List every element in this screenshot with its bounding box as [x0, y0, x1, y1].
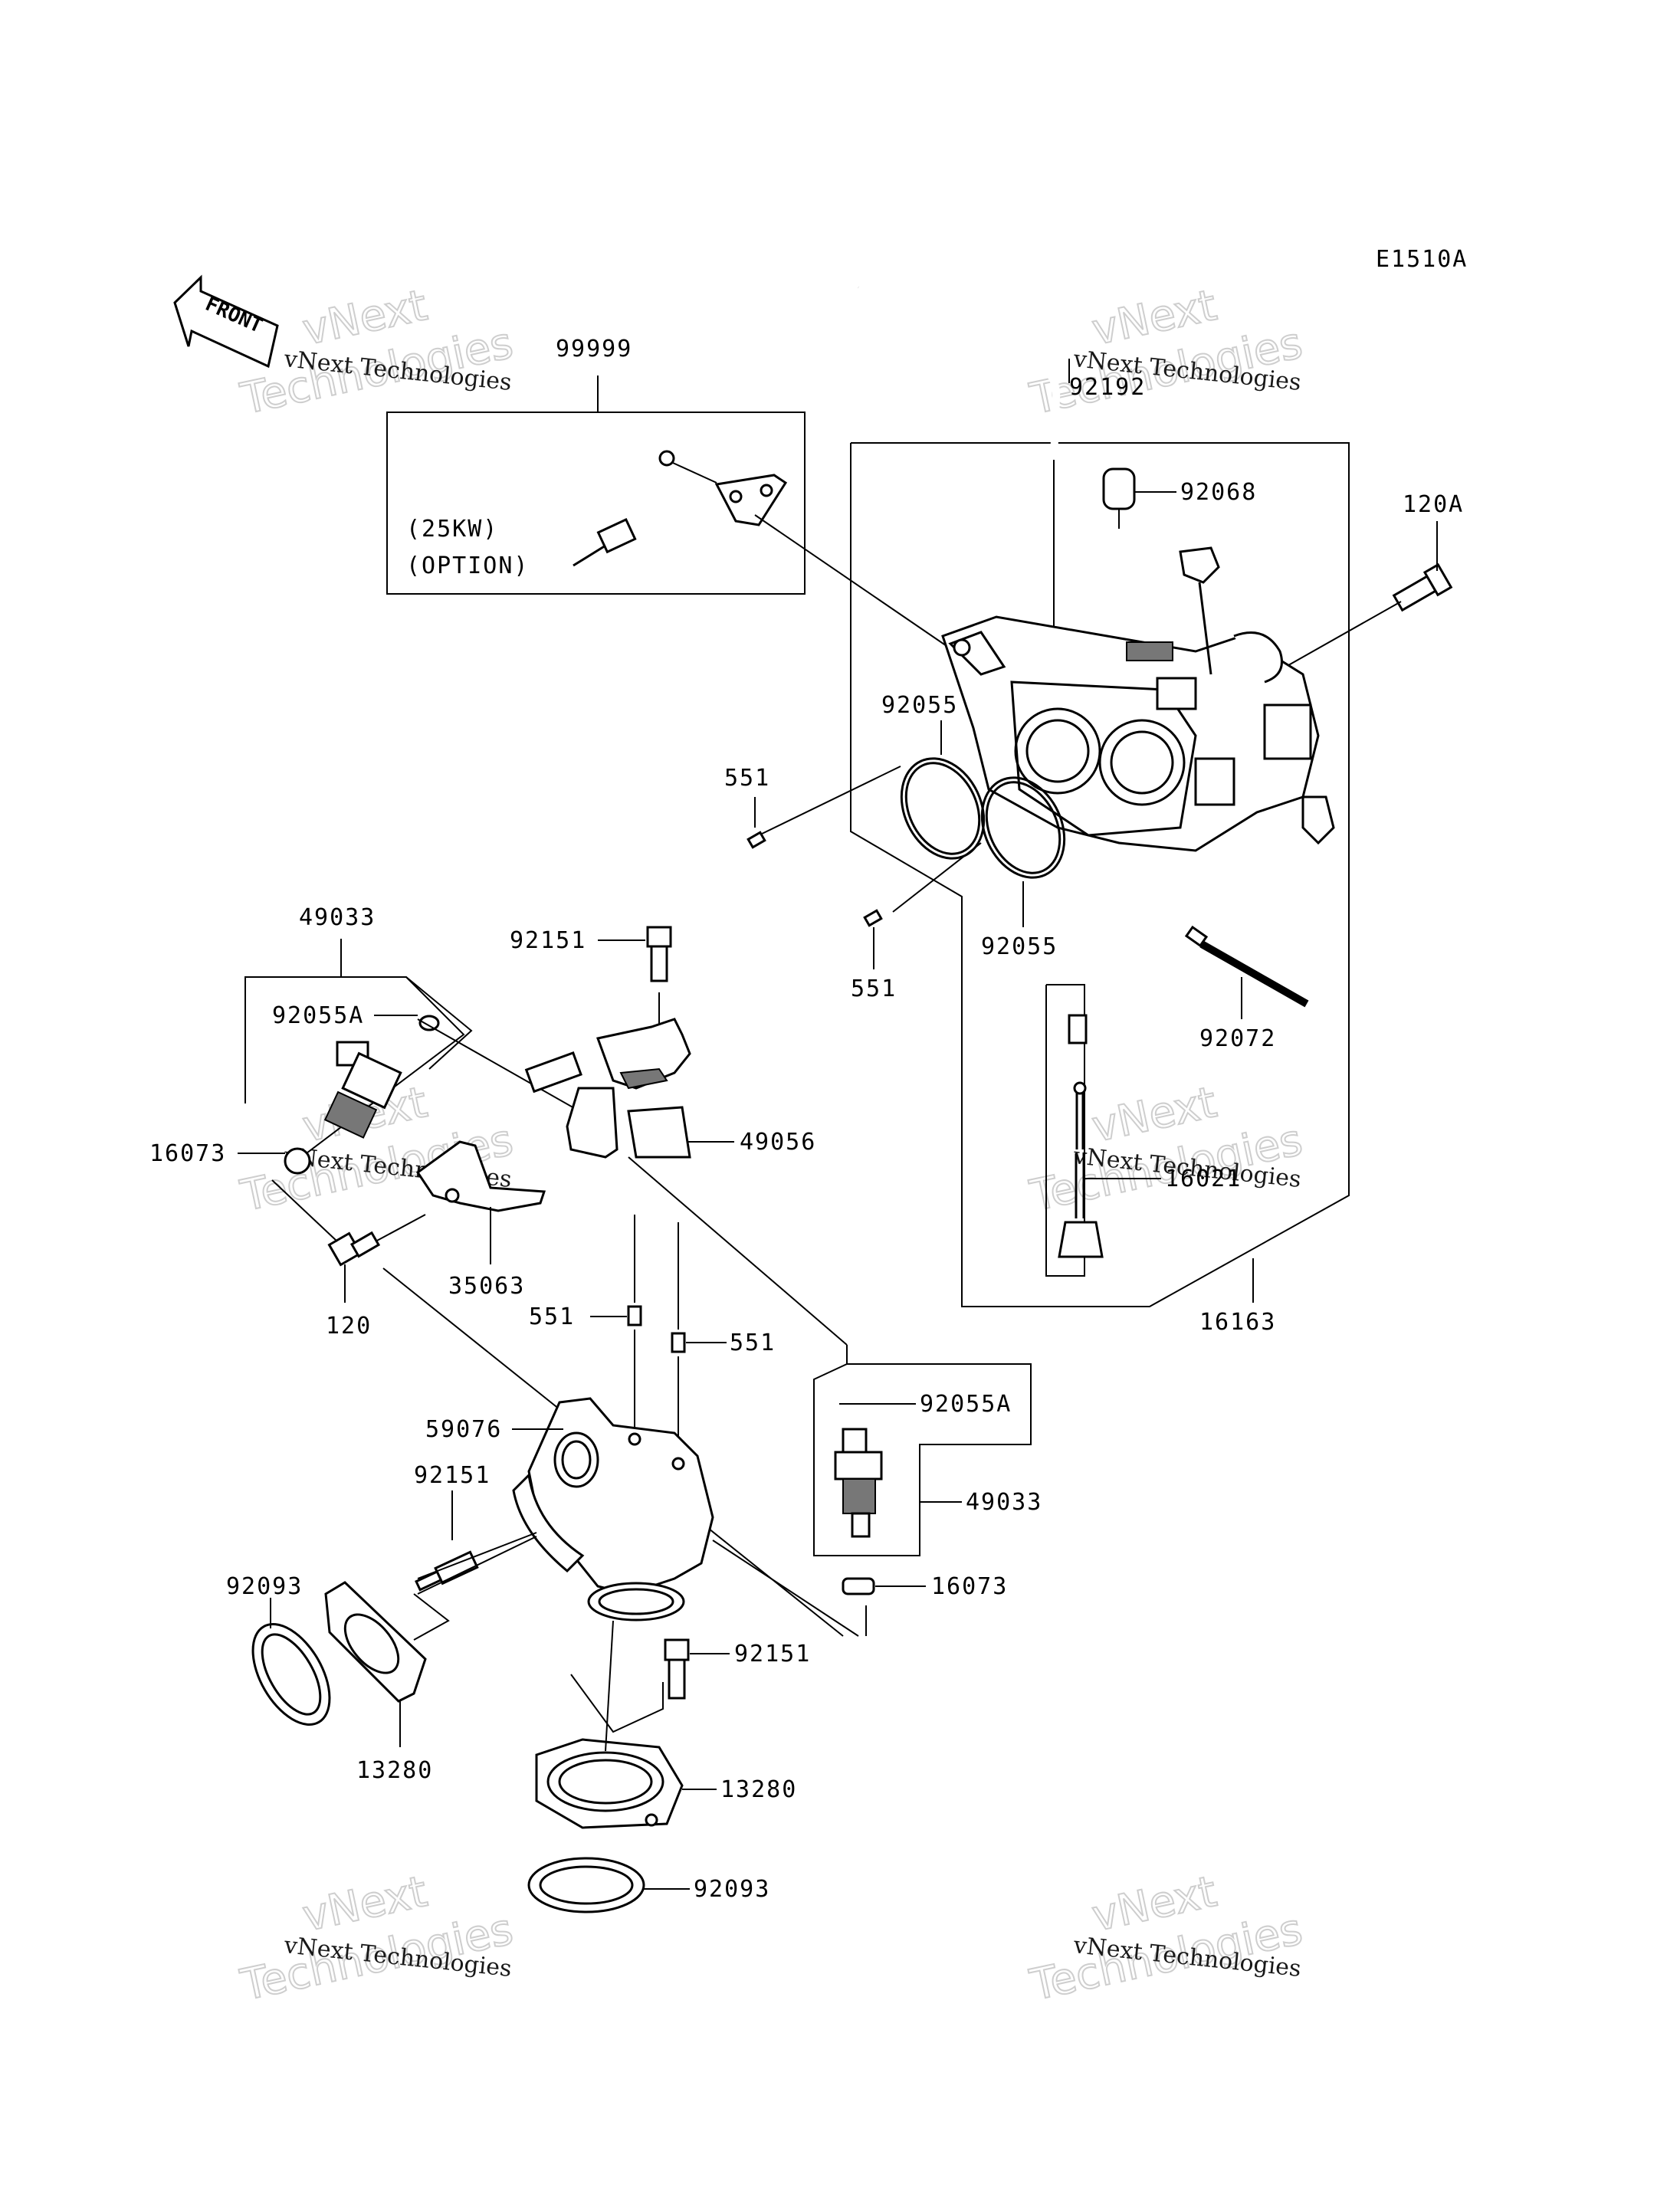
sensor-bracket-icon: [714, 474, 788, 526]
label-120A: 120A: [1403, 491, 1464, 518]
gasket-right-icon: 92093: [527, 1857, 770, 1913]
bracket-35063-icon: 35063: [375, 1140, 546, 1300]
label-59076: 59076: [425, 1416, 502, 1443]
label-49056: 49056: [740, 1129, 816, 1156]
label-92093-left: 92093: [226, 1573, 303, 1600]
bolt-120A-icon: 120A: [1271, 491, 1464, 675]
diagram-code: E1510A: [1376, 246, 1468, 273]
bolt-120-icon: 120: [271, 1179, 381, 1340]
flange-left-icon: 13280: [324, 1536, 537, 1784]
cable-tie-icon: 92072: [1184, 925, 1309, 1052]
label-35063: 35063: [448, 1273, 525, 1300]
seal-right-icon: 16073: [842, 1573, 1008, 1636]
gasket-left-icon: 92093: [226, 1573, 331, 1726]
idle-screw-icon: 16021: [1045, 984, 1242, 1277]
cap-icon: 92068: [1102, 467, 1257, 529]
hose-icon: 92192: [857, 284, 1146, 628]
watermark-2: vNext Technologies vNext Technologies: [1025, 280, 1307, 425]
screw-92151-mid-icon: 92151: [414, 1462, 537, 1592]
watermark-5: vNext Technologies vNext Technologies: [235, 1866, 517, 2012]
label-49033-right: 49033: [966, 1489, 1042, 1516]
leader-line: [628, 1156, 848, 1346]
label-92055A-left: 92055A: [272, 1002, 364, 1029]
label-13280-left: 13280: [356, 1757, 433, 1784]
label-92068: 92068: [1180, 479, 1257, 506]
option-line-1: (25KW): [406, 516, 498, 543]
injector-group-left: 49033 92055A 16073: [149, 904, 587, 1175]
label-16073-left: 16073: [149, 1140, 226, 1167]
label-16073-right: 16073: [931, 1573, 1008, 1600]
label-99999: 99999: [556, 336, 632, 362]
screw-icon: [658, 450, 717, 484]
o-ring-2-icon: 92055: [892, 776, 1066, 960]
leader-line: [712, 1540, 859, 1637]
pin-551-b-icon: 551: [851, 909, 897, 1002]
screw-92151-top-icon: 92151: [510, 926, 672, 1027]
pin-551-a-icon: 551: [724, 765, 770, 849]
fuel-pipe-icon: 49056: [524, 1018, 816, 1159]
watermark-4: vNext Technologies vNext Technologies: [1025, 1077, 1307, 1222]
watermark-6: vNext Technologies vNext Technologies: [1025, 1866, 1307, 2012]
label-551-lower: 551: [851, 976, 897, 1002]
flange-right-icon: 13280: [535, 1620, 797, 1829]
throttle-body-icon: [941, 546, 1335, 852]
label-92151-mid: 92151: [414, 1462, 491, 1489]
label-92055A-right: 92055A: [920, 1391, 1012, 1418]
label-92093-right: 92093: [694, 1876, 770, 1903]
pin-551-c-icon: 551: [529, 1215, 642, 1437]
option-box: 99999 (25KW) (OPTION): [386, 336, 966, 660]
label-16021: 16021: [1165, 1166, 1242, 1192]
label-92192: 92192: [1069, 374, 1146, 401]
label-92151-top: 92151: [510, 927, 586, 954]
front-arrow-icon: FRONT: [173, 274, 279, 369]
label-551-mid-1: 551: [529, 1303, 575, 1330]
pin-551-d-icon: 551: [671, 1222, 776, 1452]
o-ring-1-icon: 92055: [758, 692, 986, 860]
label-92055-upper: 92055: [881, 692, 958, 719]
throttle-housing-icon: 59076: [425, 1397, 714, 1622]
label-92072: 92072: [1199, 1025, 1276, 1052]
label-13280-right: 13280: [720, 1776, 797, 1803]
injector-group-right: 92055A 49033: [813, 1363, 1042, 1556]
connector-icon: [573, 517, 637, 567]
label-16163: 16163: [1199, 1309, 1276, 1336]
injector-right-icon: [834, 1428, 883, 1538]
injector-left-icon: [284, 1041, 402, 1175]
screw-92151-low-icon: 92151: [570, 1638, 811, 1733]
label-551-upper: 551: [724, 765, 770, 792]
label-49033-left: 49033: [299, 904, 376, 931]
watermark-1: vNext Technologies vNext Technologies: [235, 280, 517, 425]
option-line-2: (OPTION): [406, 553, 530, 579]
throttle-body-assembly-frame: 16163: [850, 442, 1350, 1336]
label-92151-low: 92151: [734, 1641, 811, 1667]
label-92055-lower: 92055: [981, 933, 1058, 960]
label-120: 120: [326, 1313, 372, 1340]
label-551-mid-2: 551: [730, 1330, 776, 1356]
